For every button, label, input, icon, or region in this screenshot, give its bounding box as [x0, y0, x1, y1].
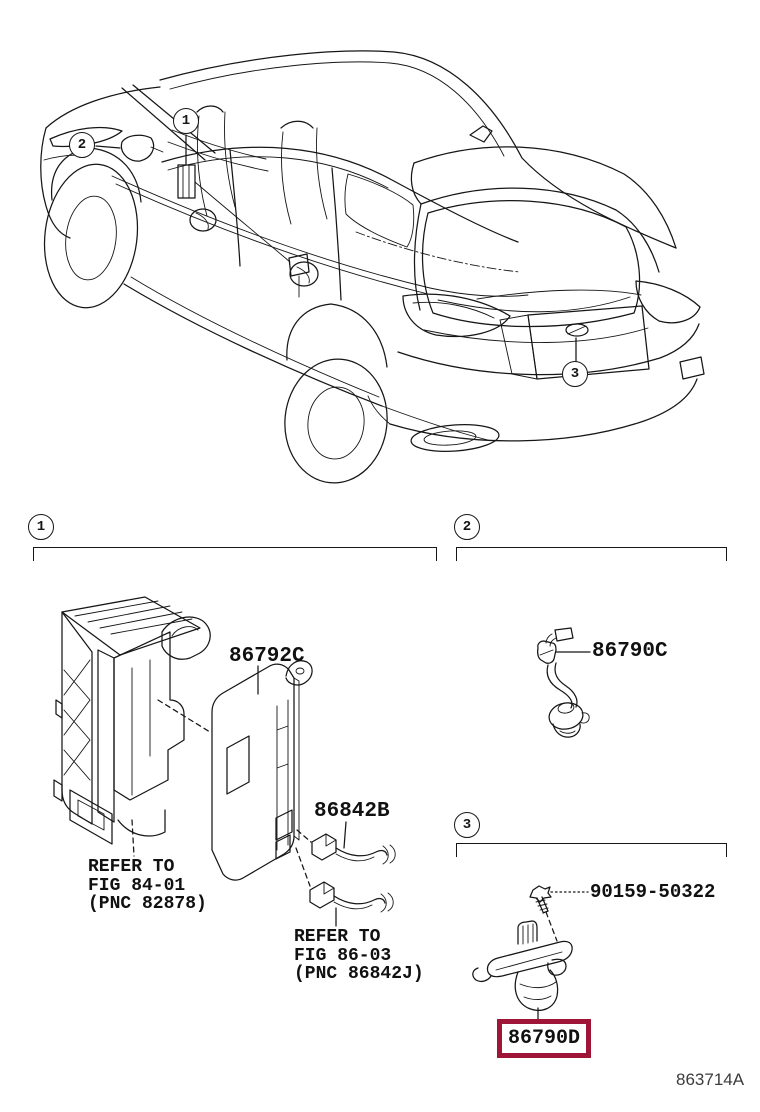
door-mirror	[120, 134, 155, 162]
section-3-callout: 3	[454, 812, 480, 838]
label-leader-86842b	[343, 821, 347, 849]
car-callout-3: 3	[562, 361, 588, 387]
camera-ecu-location	[177, 164, 196, 199]
section-2-number: 2	[462, 519, 472, 535]
camera-86790d-drawing	[472, 920, 573, 1020]
rear-wheel	[284, 358, 388, 484]
note-leader-fig84	[131, 819, 135, 857]
harness-grommet	[289, 261, 319, 287]
part-label-90159-50322[interactable]: 90159-50322	[590, 881, 716, 903]
car-illustration	[40, 50, 705, 484]
part-label-86790d: 86790D	[507, 1026, 580, 1050]
section-1-bracket	[33, 547, 437, 561]
mounting-tab	[285, 660, 313, 686]
section-1-callout: 1	[28, 514, 54, 540]
ecu-86792c-drawing	[211, 660, 313, 887]
section-3-number: 3	[462, 817, 472, 833]
section-3-bracket	[456, 843, 727, 857]
refer-note-line: REFER TO	[88, 857, 175, 877]
refer-note-line: FIG 84-01	[88, 875, 186, 896]
refer-note-line: FIG 86-03	[294, 945, 392, 966]
car-callout-1: 1	[173, 108, 199, 134]
section-2-callout: 2	[454, 514, 480, 540]
car-callout-2: 2	[69, 132, 95, 158]
highlighted-part-box[interactable]: 86790D	[497, 1019, 591, 1058]
screw-90159-drawing	[529, 885, 589, 942]
harness-grommet	[189, 208, 217, 232]
car-callout-2-number: 2	[77, 137, 87, 153]
assembly-dash-line	[157, 699, 211, 733]
harness-connectors-86842b-drawing	[309, 821, 396, 927]
part-label-86790c[interactable]: 86790C	[592, 640, 668, 663]
rear-glass	[421, 200, 641, 328]
car-callout-1-number: 1	[181, 113, 191, 129]
car-callout-3-number: 3	[570, 366, 580, 382]
section-1-number: 1	[36, 519, 46, 535]
part-label-86842b[interactable]: 86842B	[314, 800, 390, 823]
refer-note-line: (PNC 82878)	[88, 894, 207, 914]
part-label-86792c[interactable]: 86792C	[229, 645, 305, 668]
camera-86790c-drawing	[537, 627, 591, 738]
refer-note-line: (PNC 86842J)	[294, 964, 424, 984]
headlight	[49, 126, 123, 148]
callout-2-leader	[95, 145, 121, 149]
front-wheel	[43, 163, 139, 309]
rear-emblem	[565, 323, 589, 337]
junction-block-drawing	[53, 596, 211, 857]
section-2-bracket	[456, 547, 727, 561]
taillight-left	[402, 293, 511, 338]
refer-note-line: REFER TO	[294, 927, 381, 947]
figure-code: 863714A	[676, 1070, 745, 1089]
taillight-right	[635, 280, 701, 324]
roof-antenna	[469, 125, 493, 143]
